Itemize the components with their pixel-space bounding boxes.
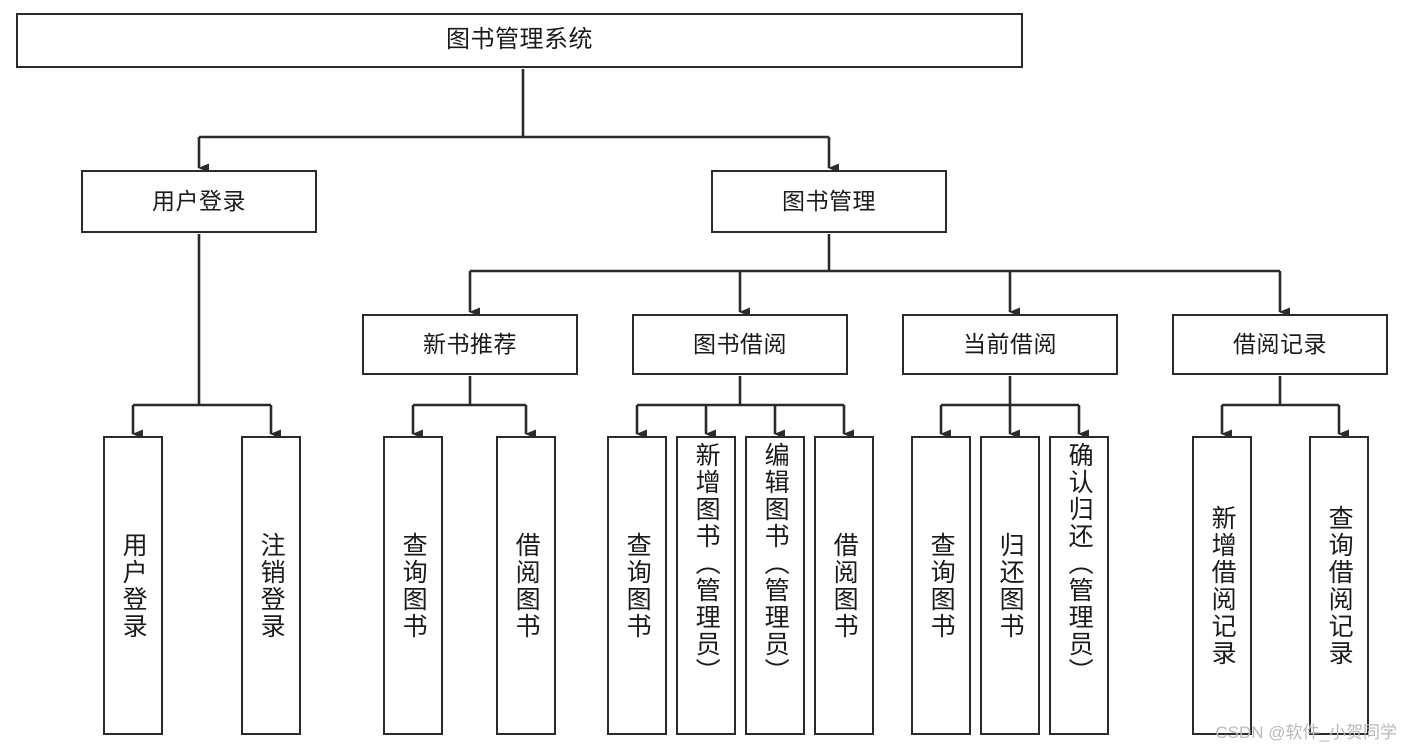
node-leaf-query-book-3-label: 查询图书: [927, 531, 956, 640]
node-leaf-add-record-label: 新增借阅记录: [1208, 504, 1237, 667]
node-leaf-query-book-1-label: 查询图书: [399, 531, 428, 640]
node-leaf-user-login-label: 用户登录: [119, 531, 148, 640]
node-root[interactable]: 图书管理系统: [16, 13, 1023, 68]
node-leaf-query-book-1[interactable]: 查询图书: [383, 436, 443, 735]
node-leaf-add-book[interactable]: 新增图书（管理员）: [676, 436, 736, 735]
node-book-manage-label: 图书管理: [782, 187, 876, 214]
node-book-manage[interactable]: 图书管理: [711, 170, 947, 233]
node-borrow-record-label: 借阅记录: [1233, 330, 1327, 357]
node-leaf-query-book-3[interactable]: 查询图书: [911, 436, 971, 735]
node-leaf-borrow-book-1[interactable]: 借阅图书: [496, 436, 556, 735]
node-leaf-borrow-book-1-label: 借阅图书: [512, 531, 541, 640]
node-leaf-logout-label: 注销登录: [257, 531, 286, 640]
node-leaf-query-record[interactable]: 查询借阅记录: [1309, 436, 1369, 735]
node-leaf-return-book[interactable]: 归还图书: [980, 436, 1040, 735]
node-leaf-edit-book-label: 编辑图书（管理员）: [761, 442, 790, 685]
node-leaf-confirm-return-label: 确认归还（管理员）: [1065, 442, 1094, 685]
node-new-book-recommend[interactable]: 新书推荐: [362, 314, 578, 375]
node-leaf-add-record[interactable]: 新增借阅记录: [1192, 436, 1252, 735]
node-user-login[interactable]: 用户登录: [81, 170, 317, 233]
node-new-book-recommend-label: 新书推荐: [423, 330, 517, 357]
node-leaf-add-book-label: 新增图书（管理员）: [692, 442, 721, 685]
csdn-watermark: CSDN @软件_小贺同学: [1215, 723, 1397, 742]
node-user-login-label: 用户登录: [152, 187, 246, 214]
node-root-label: 图书管理系统: [446, 26, 593, 54]
node-leaf-edit-book[interactable]: 编辑图书（管理员）: [745, 436, 805, 735]
node-leaf-query-record-label: 查询借阅记录: [1325, 504, 1354, 667]
node-leaf-borrow-book-2[interactable]: 借阅图书: [814, 436, 874, 735]
node-current-borrow-label: 当前借阅: [963, 330, 1057, 357]
node-leaf-query-book-2-label: 查询图书: [623, 531, 652, 640]
node-leaf-logout[interactable]: 注销登录: [241, 436, 301, 735]
node-leaf-user-login[interactable]: 用户登录: [103, 436, 163, 735]
node-book-borrow-label: 图书借阅: [693, 330, 787, 357]
node-borrow-record[interactable]: 借阅记录: [1172, 314, 1388, 375]
node-leaf-query-book-2[interactable]: 查询图书: [607, 436, 667, 735]
node-current-borrow[interactable]: 当前借阅: [902, 314, 1118, 375]
node-leaf-borrow-book-2-label: 借阅图书: [830, 531, 859, 640]
node-leaf-return-book-label: 归还图书: [996, 531, 1025, 640]
node-leaf-confirm-return[interactable]: 确认归还（管理员）: [1049, 436, 1109, 735]
node-book-borrow[interactable]: 图书借阅: [632, 314, 848, 375]
